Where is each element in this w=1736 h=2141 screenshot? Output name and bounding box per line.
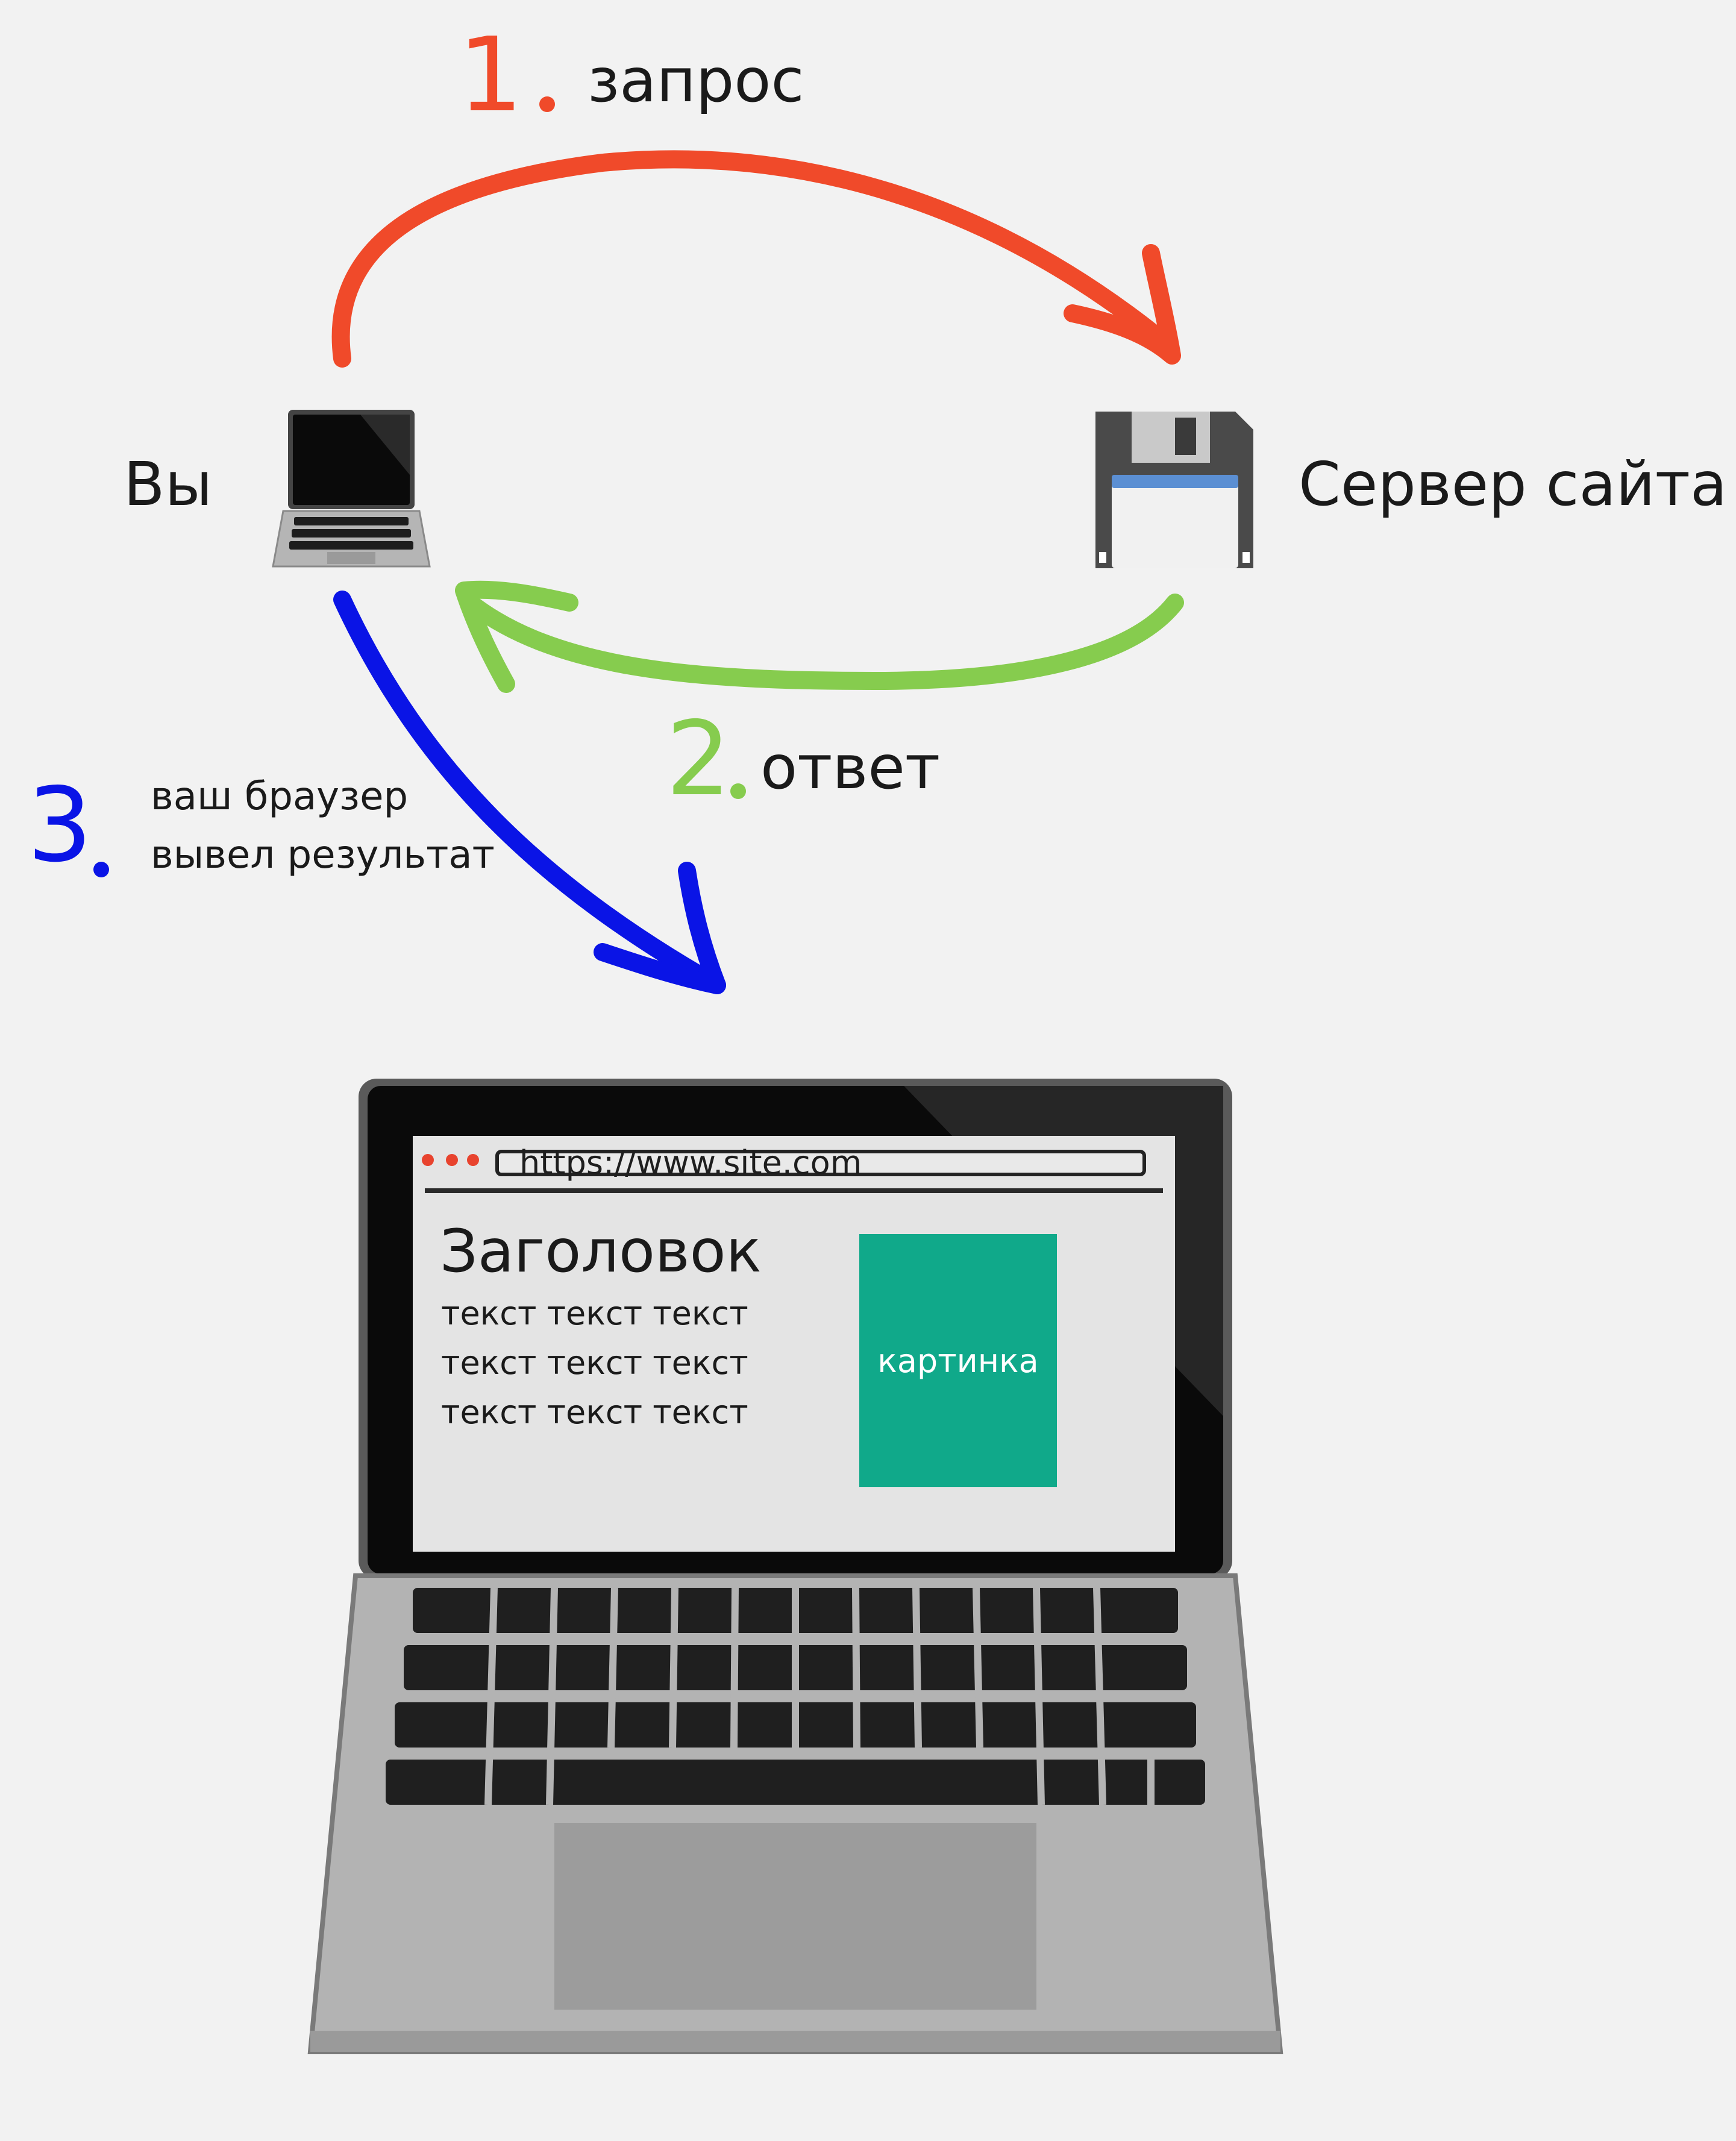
step-3-text-line1: ваш браузер bbox=[151, 774, 409, 819]
address-bar bbox=[495, 1150, 1146, 1176]
step-1-dot bbox=[539, 96, 555, 112]
window-dot-icon bbox=[422, 1154, 434, 1166]
step-3-dot bbox=[93, 862, 109, 877]
laptop-icon bbox=[272, 410, 431, 568]
page-text-line: текст текст текст bbox=[441, 1393, 748, 1431]
you-label: Вы bbox=[124, 449, 213, 519]
step-3-text-line2: вывел результат bbox=[151, 833, 495, 877]
step-2-text: ответ bbox=[760, 732, 941, 803]
result-arrow bbox=[333, 591, 726, 994]
page-text-line: текст текст текст bbox=[441, 1344, 748, 1382]
window-dot-icon bbox=[467, 1154, 479, 1166]
image-placeholder-label: картинка bbox=[877, 1341, 1039, 1380]
response-arrow bbox=[455, 580, 1184, 693]
page-text-line: текст текст текст bbox=[441, 1294, 748, 1332]
toolbar-divider bbox=[425, 1188, 1163, 1193]
window-dot-icon bbox=[446, 1154, 458, 1166]
image-placeholder: картинка bbox=[859, 1234, 1057, 1487]
floppy-disk-icon bbox=[1095, 412, 1253, 568]
page-heading: Заголовок bbox=[440, 1217, 762, 1286]
server-label: Сервер сайта bbox=[1299, 449, 1728, 519]
step-2-dot bbox=[730, 783, 746, 799]
step-1-text: запрос bbox=[588, 45, 804, 116]
step-3-number: 3 bbox=[27, 766, 93, 885]
address-bar-url: https://www.site.com bbox=[519, 1144, 862, 1182]
step-2-number: 2 bbox=[666, 700, 732, 819]
request-arrow bbox=[331, 150, 1181, 368]
step-1-number: 1 bbox=[458, 16, 524, 135]
